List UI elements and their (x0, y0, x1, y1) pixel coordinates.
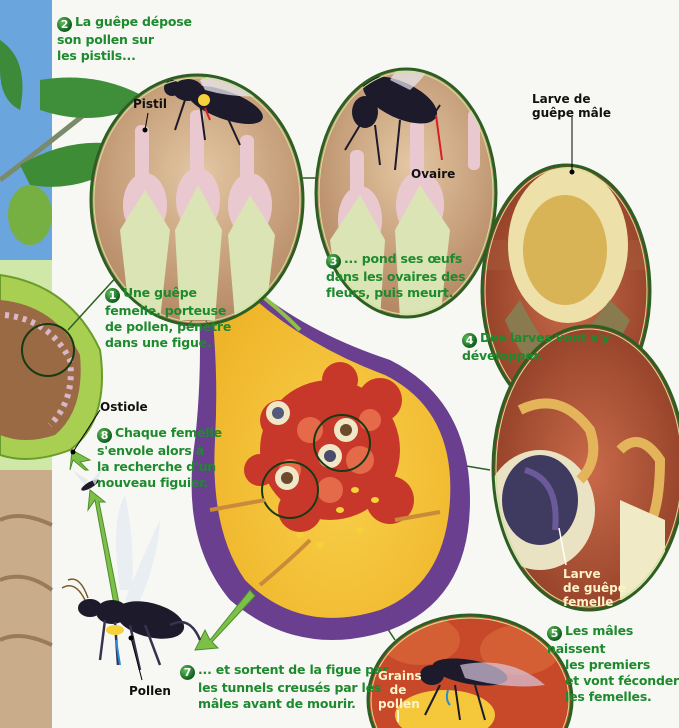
step-3-caption: 3... pond ses œufs dans les ovaires des … (326, 251, 466, 300)
large-pollen-carrying-wasp (61, 495, 202, 681)
step-5-badge: 5 (547, 626, 562, 641)
step-2-badge: 2 (57, 17, 72, 32)
step-1-badge: 1 (105, 288, 120, 303)
label-pollen-grains: Grains de pollen (378, 669, 422, 711)
large-fig-section (186, 248, 470, 640)
small-flying-wasp (72, 465, 105, 491)
exit-arrows (69, 449, 256, 651)
step-7-caption: 7... et sortent de la figue par les tunn… (180, 662, 388, 712)
zoom-circle-female-larva (491, 324, 679, 612)
label-larva-female: Larve de guêpe femelle (563, 567, 626, 609)
step-7-badge: 7 (180, 665, 195, 680)
label-ovaire: Ovaire (411, 167, 456, 181)
fig-branch (0, 40, 150, 245)
step-8-badge: 8 (97, 428, 112, 443)
label-pistil: Pistil (133, 97, 168, 111)
ostiole-pointer (72, 409, 101, 453)
label-pollen: Pollen (129, 684, 171, 698)
label-ostiole: Ostiole (100, 400, 148, 414)
zoom-circle-pollination (89, 73, 305, 327)
label-larva-male: Larve de guêpe mâle (532, 92, 612, 120)
step-4-badge: 4 (462, 333, 477, 348)
step-3-badge: 3 (326, 254, 341, 269)
